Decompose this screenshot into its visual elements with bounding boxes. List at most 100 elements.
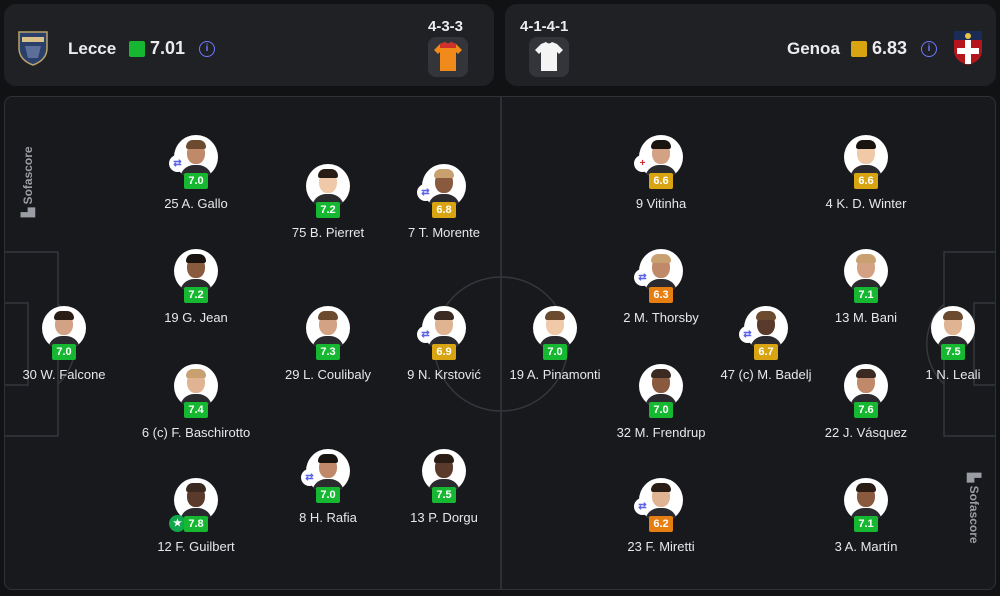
player-name[interactable]: 6 (c) F. Baschirotto (141, 425, 251, 440)
substitution-icon: ⇄ (169, 155, 186, 172)
home-team-rating: 7.01 (150, 38, 186, 58)
player-avatar[interactable] (844, 249, 888, 293)
player-photo-hair (186, 483, 206, 492)
info-icon[interactable]: i (199, 41, 215, 57)
substitution-icon: ⇄ (417, 184, 434, 201)
player-name[interactable]: 4 K. D. Winter (825, 196, 907, 211)
player-card[interactable]: 7.0 30 W. Falcone (0, 306, 139, 382)
pitch: ▙ Sofascore ▙ Sofascore (4, 96, 996, 590)
substitution-icon: ⇄ (739, 326, 756, 343)
player-avatar[interactable] (639, 364, 683, 408)
player-name[interactable]: 19 G. Jean (164, 310, 228, 325)
player-card[interactable]: 7.2 19 G. Jean (121, 249, 271, 325)
player-rating: 6.7 (754, 344, 778, 360)
player-avatar[interactable] (174, 364, 218, 408)
player-avatar[interactable] (533, 306, 577, 350)
player-name[interactable]: 9 Vitinha (635, 196, 687, 211)
player-name[interactable]: 75 B. Pierret (291, 225, 365, 240)
player-rating: 7.3 (316, 344, 340, 360)
player-rating: 7.2 (184, 287, 208, 303)
player-photo-hair (318, 169, 338, 178)
player-photo-hair (756, 311, 776, 320)
player-name[interactable]: 7 T. Morente (407, 225, 481, 240)
player-avatar[interactable] (422, 449, 466, 493)
player-photo-hair (318, 311, 338, 320)
away-rating-indicator (851, 41, 867, 57)
player-name[interactable]: 8 H. Rafia (299, 510, 357, 525)
player-card[interactable]: ⇄6.3 2 M. Thorsby (586, 249, 736, 325)
player-photo-hair (856, 254, 876, 263)
player-rating: 7.0 (52, 344, 76, 360)
player-photo-hair (856, 140, 876, 149)
player-name[interactable]: 19 A. Pinamonti (509, 367, 601, 382)
lecce-crest-icon[interactable] (16, 28, 50, 66)
player-photo-hair (651, 140, 671, 149)
player-avatar[interactable] (639, 249, 683, 293)
info-icon[interactable]: i (921, 41, 937, 57)
substitution-icon: ⇄ (634, 269, 651, 286)
player-photo-hair (318, 454, 338, 463)
sofascore-logo: ▙ Sofascore (21, 137, 35, 217)
player-name[interactable]: 13 M. Bani (834, 310, 898, 325)
player-avatar[interactable] (306, 306, 350, 350)
player-card[interactable]: ⇄6.7 47 (c) M. Badelj (691, 306, 841, 382)
player-photo-hair (943, 311, 963, 320)
away-formation: 4-1-4-1 (520, 18, 569, 35)
player-rating: 7.5 (432, 487, 456, 503)
away-team-rating: 6.83 (872, 38, 908, 58)
player-rating: 7.8 (184, 516, 208, 532)
player-rating: 6.3 (649, 287, 673, 303)
player-name[interactable]: 1 N. Leali (925, 367, 981, 382)
player-name[interactable]: 25 A. Gallo (164, 196, 228, 211)
player-card[interactable]: 7.5 13 P. Dorgu (369, 449, 519, 525)
player-card[interactable]: 7.3 29 L. Coulibaly (253, 306, 403, 382)
player-rating: 6.9 (432, 344, 456, 360)
genoa-crest-icon[interactable] (951, 28, 985, 66)
player-card[interactable]: 7.0 32 M. Frendrup (586, 364, 736, 440)
player-name[interactable]: 23 F. Miretti (627, 539, 695, 554)
player-avatar[interactable] (174, 478, 218, 522)
player-name[interactable]: 3 A. Martín (834, 539, 898, 554)
player-name[interactable]: 2 M. Thorsby (623, 310, 699, 325)
player-name[interactable]: 12 F. Guilbert (157, 539, 235, 554)
player-rating: 7.5 (941, 344, 965, 360)
player-photo-hair (651, 369, 671, 378)
player-photo-hair (856, 369, 876, 378)
home-team-name[interactable]: Lecce (68, 39, 117, 58)
player-avatar[interactable] (174, 249, 218, 293)
player-name[interactable]: 9 N. Krstović (407, 367, 481, 382)
player-name[interactable]: 30 W. Falcone (22, 367, 106, 382)
player-rating: 6.2 (649, 516, 673, 532)
substitution-icon: ⇄ (301, 469, 318, 486)
player-name[interactable]: 29 L. Coulibaly (285, 367, 371, 382)
player-avatar[interactable] (306, 164, 350, 208)
player-avatar[interactable] (639, 135, 683, 179)
player-rating: 7.0 (649, 402, 673, 418)
player-name[interactable]: 13 P. Dorgu (410, 510, 478, 525)
player-card[interactable]: 7.6 22 J. Vásquez (791, 364, 941, 440)
player-name[interactable]: 22 J. Vásquez (824, 425, 908, 440)
home-team-header: Lecce 7.01 i 4-3-3 (4, 4, 494, 86)
player-name[interactable]: 47 (c) M. Badelj (720, 367, 812, 382)
player-avatar[interactable] (844, 135, 888, 179)
player-rating: 7.6 (854, 402, 878, 418)
player-name[interactable]: 32 M. Frendrup (616, 425, 706, 440)
injury-icon: + (634, 155, 651, 172)
player-card[interactable]: 7.5 1 N. Leali (878, 306, 1000, 382)
away-team-name[interactable]: Genoa (787, 39, 840, 58)
player-photo-hair (186, 369, 206, 378)
away-team-header: 4-1-4-1 Genoa 6.83 i (505, 4, 996, 86)
